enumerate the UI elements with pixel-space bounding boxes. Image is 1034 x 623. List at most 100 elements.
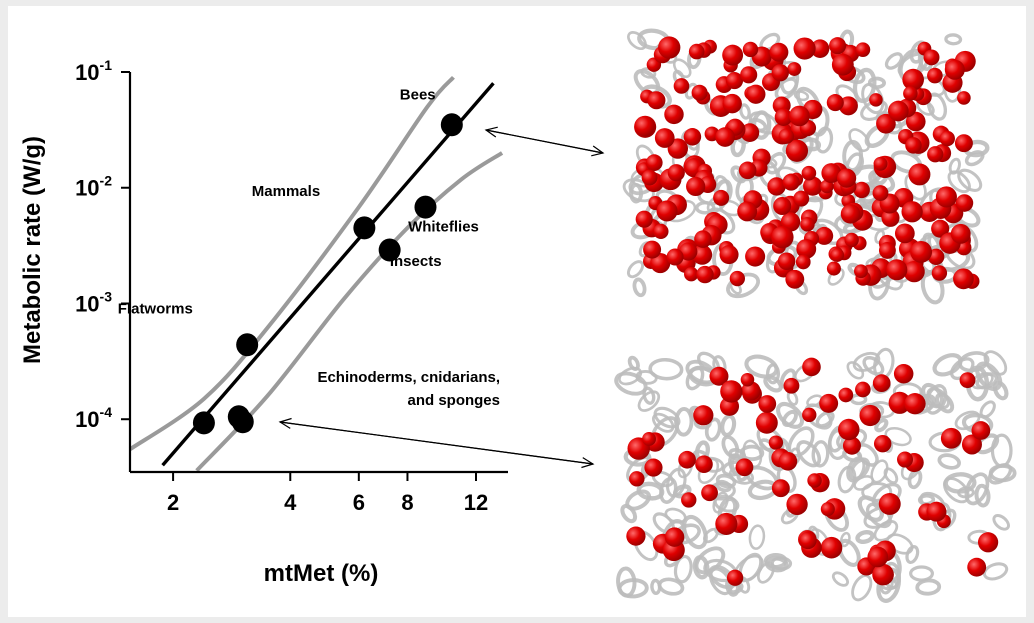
highlight-sphere: [642, 432, 656, 446]
highlight-sphere: [837, 168, 857, 188]
highlight-sphere: [826, 94, 844, 112]
highlight-sphere: [738, 161, 757, 180]
highlight-sphere: [842, 436, 861, 455]
highlight-sphere: [758, 395, 777, 413]
arrow-to-plot-top: [484, 126, 604, 154]
highlight-sphere: [810, 39, 830, 58]
protein-structure-top: [622, 28, 990, 305]
helix-ribbon: [865, 502, 892, 529]
highlight-sphere: [840, 204, 861, 224]
x-tick-label: 12: [464, 490, 488, 515]
x-axis-title: mtMet (%): [264, 560, 379, 587]
group-label: Mammals: [252, 183, 320, 200]
highlight-sphere: [905, 137, 922, 154]
helix-ribbon: [673, 554, 693, 584]
highlight-sphere: [644, 458, 663, 477]
highlight-sphere: [931, 219, 950, 238]
highlight-sphere: [683, 128, 702, 146]
highlight-sphere: [953, 268, 974, 290]
helix-ribbon: [852, 67, 877, 104]
highlight-sphere: [854, 264, 868, 279]
highlight-sphere: [785, 269, 805, 289]
highlight-sphere: [908, 163, 931, 186]
highlight-sphere: [961, 434, 982, 455]
x-tick-label: 8: [401, 490, 413, 515]
highlight-sphere: [767, 177, 786, 196]
y-tick-label: 10-4: [75, 404, 112, 432]
helix-ribbon: [839, 531, 851, 548]
highlight-sphere: [778, 128, 795, 144]
highlight-sphere: [803, 176, 823, 196]
highlight-sphere: [855, 42, 871, 57]
highlight-sphere: [658, 36, 681, 59]
y-tick-label: 10-1: [75, 57, 112, 85]
helix-ribbon: [849, 393, 868, 406]
helix-ribbon: [703, 527, 719, 544]
y-axis-ticks: 10-110-210-310-4: [75, 57, 130, 432]
helix-ribbon: [640, 67, 657, 79]
highlight-sphere: [725, 72, 744, 90]
helix-ribbon: [770, 556, 793, 571]
highlight-sphere: [664, 104, 684, 125]
highlight-sphere: [650, 253, 671, 274]
helix-ribbon: [909, 565, 934, 582]
protein-structure-bottom: [614, 347, 1017, 603]
arrow-to-plot-bottom: [278, 417, 594, 465]
highlight-sphere: [719, 245, 739, 265]
helix-ribbon: [907, 468, 923, 490]
helix-ribbon: [626, 260, 645, 279]
highlight-sphere: [740, 66, 758, 84]
data-point: [353, 216, 376, 240]
helix-ribbon: [637, 390, 661, 412]
highlight-sphere: [782, 173, 800, 191]
helix-ribbon: [874, 229, 886, 244]
highlight-sphere: [777, 252, 796, 271]
helix-ribbon: [620, 504, 638, 524]
highlight-sphere: [673, 78, 690, 94]
highlight-sphere: [678, 450, 696, 469]
highlight-sphere: [771, 64, 789, 82]
helix-ribbon: [657, 577, 685, 596]
data-point: [378, 238, 401, 262]
highlight-sphere: [820, 179, 834, 194]
highlight-sphere: [820, 502, 835, 517]
highlight-sphere: [901, 201, 923, 223]
highlight-sphere: [709, 366, 729, 386]
highlight-sphere: [905, 111, 926, 132]
highlight-sphere: [720, 380, 743, 403]
highlight-sphere: [829, 37, 847, 55]
highlight-sphere: [815, 226, 834, 245]
highlight-sphere: [701, 484, 718, 502]
helix-ribbon: [632, 277, 647, 298]
highlight-sphere: [629, 471, 645, 487]
helix-ribbon: [747, 479, 778, 500]
highlight-sphere: [819, 393, 839, 413]
highlight-sphere: [634, 116, 655, 137]
highlight-sphere: [923, 49, 940, 66]
highlight-sphere: [647, 91, 666, 110]
helix-ribbon: [744, 354, 779, 379]
helix-ribbon: [937, 453, 961, 470]
highlight-sphere: [844, 232, 859, 248]
highlight-sphere: [742, 41, 759, 58]
highlight-sphere: [903, 86, 918, 101]
highlight-sphere: [713, 189, 730, 206]
highlight-sphere: [802, 407, 817, 423]
highlight-sphere: [746, 84, 766, 104]
x-tick-label: 4: [284, 490, 297, 515]
helix-ribbon: [672, 58, 692, 79]
x-tick-label: 6: [353, 490, 365, 515]
arrows: [278, 126, 605, 469]
highlight-sphere: [691, 84, 708, 101]
highlight-sphere: [821, 163, 842, 183]
group-label: Insects: [390, 253, 442, 270]
helix-ribbon: [648, 357, 684, 381]
highlight-sphere: [801, 165, 817, 181]
highlight-sphere: [873, 156, 888, 171]
helix-ribbon: [713, 494, 740, 513]
highlight-sphere: [904, 393, 926, 415]
group-label: Flatworms: [118, 300, 193, 317]
helix-ribbon: [975, 361, 1003, 392]
